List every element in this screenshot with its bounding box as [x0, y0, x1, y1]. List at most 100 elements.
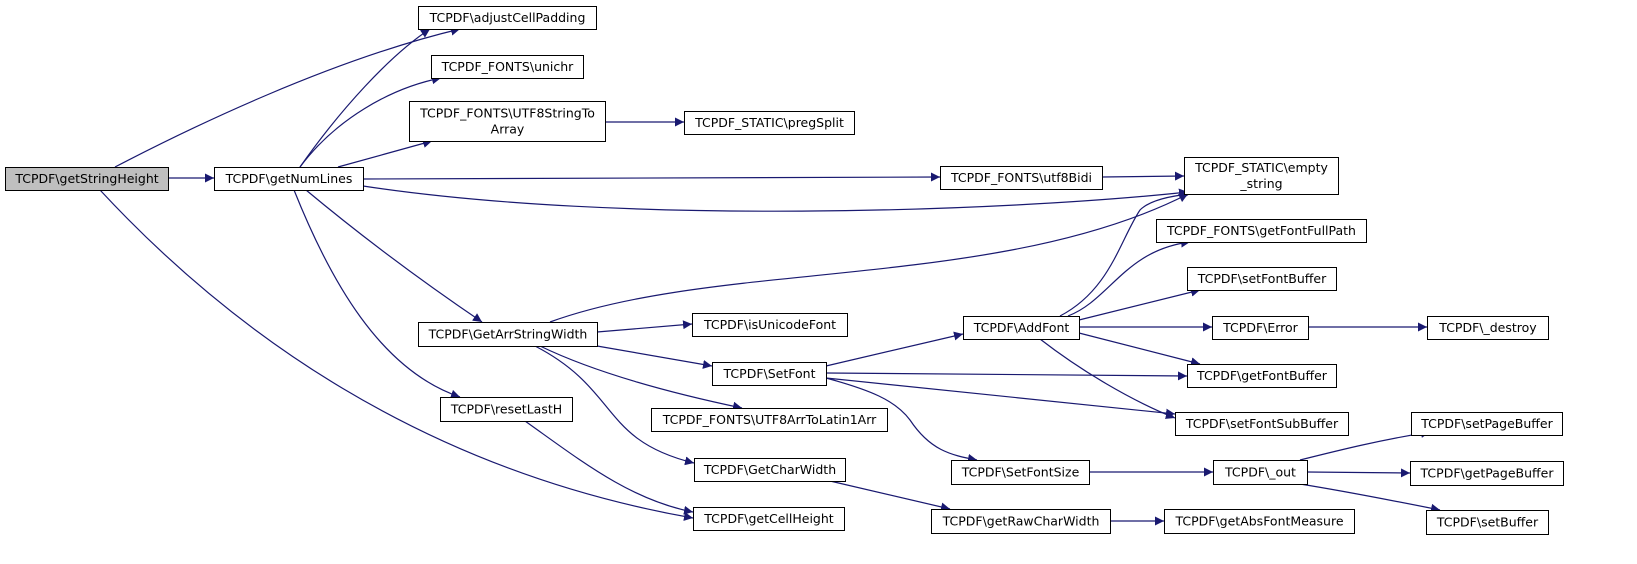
node-getCellHeight[interactable]: TCPDF\getCellHeight — [693, 507, 845, 531]
node-box[interactable] — [692, 313, 848, 337]
node-label: TCPDF_STATIC\empty — [1194, 160, 1328, 175]
node-label: TCPDF\getStringHeight — [14, 171, 158, 186]
node-GetCharWidth[interactable]: TCPDF\GetCharWidth — [694, 458, 846, 482]
node-label: TCPDF\_out — [1224, 465, 1296, 480]
node-label: Array — [491, 122, 525, 137]
node-label: TCPDF\_destroy — [1438, 320, 1537, 335]
node-_destroy[interactable]: TCPDF\_destroy — [1427, 316, 1549, 340]
node-label: TCPDF\getFontBuffer — [1196, 368, 1328, 383]
node-label: TCPDF\isUnicodeFont — [703, 317, 836, 332]
edge-getNumLines-to-empty_string — [362, 185, 1189, 212]
node-box[interactable] — [1212, 316, 1309, 340]
node-box[interactable] — [1426, 510, 1549, 535]
node-label: TCPDF_FONTS\unichr — [441, 59, 575, 74]
node-box[interactable] — [951, 460, 1090, 485]
node-AddFont[interactable]: TCPDF\AddFont — [963, 316, 1080, 340]
node-box[interactable] — [1187, 364, 1337, 388]
node-box[interactable] — [1164, 509, 1355, 534]
node-box[interactable] — [418, 322, 598, 347]
edge-AddFont-to-getFontFullPath — [1067, 238, 1191, 317]
node-label: TCPDF\SetFontSize — [961, 465, 1080, 480]
node-setBuffer[interactable]: TCPDF\setBuffer — [1426, 510, 1549, 535]
node-getPageBuffer[interactable]: TCPDF\getPageBuffer — [1410, 461, 1564, 486]
edge-AddFont-to-getFontBuffer — [1078, 332, 1201, 367]
node-getStringHeight[interactable]: TCPDF\getStringHeight — [5, 167, 169, 191]
node-box[interactable] — [1213, 460, 1308, 485]
node-GetArrStringWidth[interactable]: TCPDF\GetArrStringWidth — [418, 322, 598, 347]
edge-SetFont-to-AddFont — [825, 331, 964, 367]
node-box[interactable] — [418, 6, 597, 30]
node-label: TCPDF_FONTS\UTF8ArrToLatin1Arr — [662, 412, 877, 427]
node-label: TCPDF\setPageBuffer — [1420, 416, 1553, 431]
node-isUnicodeFont[interactable]: TCPDF\isUnicodeFont — [692, 313, 848, 337]
edge-SetFont-to-getFontBuffer — [825, 371, 1188, 381]
node-box[interactable] — [963, 316, 1080, 340]
node-box[interactable] — [694, 458, 846, 482]
node-utf8Bidi[interactable]: TCPDF_FONTS\utf8Bidi — [940, 166, 1103, 190]
edge-GetArrStringWidth-to-GetCharWidth — [534, 345, 695, 466]
node-box[interactable] — [693, 507, 845, 531]
edge-getNumLines-to-unichr — [299, 75, 442, 168]
node-label: TCPDF\getNumLines — [225, 171, 353, 186]
node-box[interactable] — [5, 167, 169, 191]
edge-GetArrStringWidth-to-isUnicodeFont — [596, 320, 693, 333]
node-box[interactable] — [940, 166, 1103, 190]
edge-GetArrStringWidth-to-empty_string — [549, 193, 1189, 323]
node-box[interactable] — [440, 397, 573, 422]
node-setPageBuffer[interactable]: TCPDF\setPageBuffer — [1411, 412, 1563, 436]
node-label: TCPDF_STATIC\pregSplit — [694, 115, 844, 130]
node-getFontFullPath[interactable]: TCPDF_FONTS\getFontFullPath — [1156, 219, 1367, 243]
edge-AddFont-to-empty_string — [1059, 190, 1191, 317]
node-label: TCPDF\resetLastH — [450, 402, 562, 417]
node-label: TCPDF\Error — [1222, 320, 1299, 335]
edge-resetLastH-to-getCellHeight — [524, 420, 694, 515]
node-box[interactable] — [651, 408, 888, 432]
node-box[interactable] — [712, 362, 827, 386]
node-box[interactable] — [214, 167, 364, 191]
node-resetLastH[interactable]: TCPDF\resetLastH — [440, 397, 573, 422]
node-empty_string[interactable]: TCPDF_STATIC\empty_string — [1184, 157, 1339, 195]
node-label: TCPDF_FONTS\UTF8StringTo — [419, 106, 595, 121]
edge-layer — [99, 26, 1441, 526]
node-box[interactable] — [409, 101, 606, 142]
node-label: TCPDF\GetCharWidth — [703, 462, 836, 477]
node-getNumLines[interactable]: TCPDF\getNumLines — [214, 167, 364, 191]
node-UTF8ArrToLatin1Arr[interactable]: TCPDF_FONTS\UTF8ArrToLatin1Arr — [651, 408, 888, 432]
node-box[interactable] — [931, 509, 1111, 534]
node-box[interactable] — [1175, 412, 1349, 436]
node-label: TCPDF\setFontSubBuffer — [1185, 416, 1339, 431]
node-Error[interactable]: TCPDF\Error — [1212, 316, 1309, 340]
node-SetFontSize[interactable]: TCPDF\SetFontSize — [951, 460, 1090, 485]
node-box[interactable] — [1187, 267, 1337, 291]
node-label: TCPDF\getRawCharWidth — [942, 514, 1100, 529]
edge-_out-to-getPageBuffer — [1306, 468, 1411, 478]
node-box[interactable] — [1156, 219, 1367, 243]
node-getAbsFontMeasure[interactable]: TCPDF\getAbsFontMeasure — [1164, 509, 1355, 534]
node-setFontBuffer[interactable]: TCPDF\setFontBuffer — [1187, 267, 1337, 291]
node-label: TCPDF\GetArrStringWidth — [428, 327, 588, 342]
edge-SetFont-to-SetFontSize — [825, 377, 978, 463]
edge-AddFont-to-setFontBuffer — [1078, 287, 1201, 321]
edge-getNumLines-to-resetLastH — [293, 189, 461, 399]
node-box[interactable] — [1184, 157, 1339, 195]
node-adjustCellPadding[interactable]: TCPDF\adjustCellPadding — [418, 6, 597, 30]
node-SetFont[interactable]: TCPDF\SetFont — [712, 362, 827, 386]
node-getFontBuffer[interactable]: TCPDF\getFontBuffer — [1187, 364, 1337, 388]
node-box[interactable] — [431, 55, 584, 79]
node-box[interactable] — [1411, 412, 1563, 436]
node-getRawCharWidth[interactable]: TCPDF\getRawCharWidth — [931, 509, 1111, 534]
edge-SetFont-to-setFontSubBuffer — [825, 377, 1176, 418]
node-unichr[interactable]: TCPDF_FONTS\unichr — [431, 55, 584, 79]
node-box[interactable] — [1427, 316, 1549, 340]
node-pregSplit[interactable]: TCPDF_STATIC\pregSplit — [684, 111, 855, 135]
edge-utf8Bidi-to-empty_string — [1101, 171, 1185, 181]
edge-getNumLines-to-utf8Bidi — [362, 172, 941, 182]
edge-GetArrStringWidth-to-UTF8ArrToLatin1Arr — [539, 345, 743, 411]
node-box[interactable] — [1410, 461, 1564, 486]
node-setFontSubBuffer[interactable]: TCPDF\setFontSubBuffer — [1175, 412, 1349, 436]
node-_out[interactable]: TCPDF\_out — [1213, 460, 1308, 485]
edge-getStringHeight-to-adjustCellPadding — [114, 26, 461, 168]
node-box[interactable] — [684, 111, 855, 135]
